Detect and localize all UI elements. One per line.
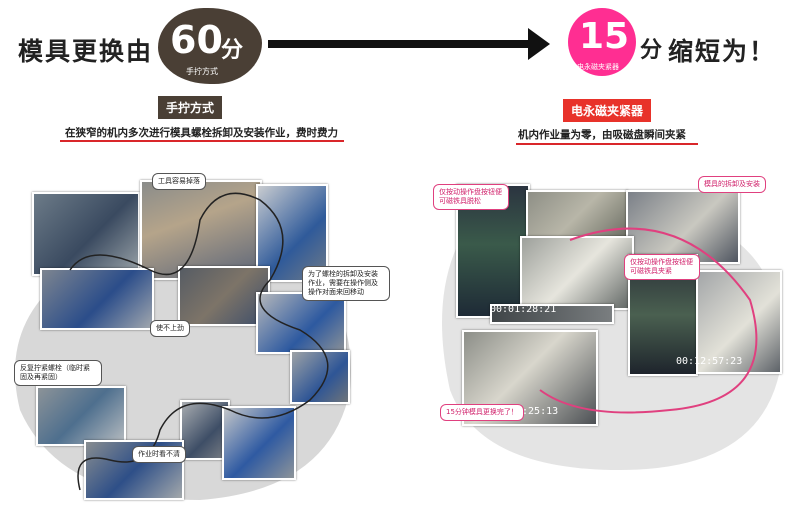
left-callout-2: 为了螺栓的拆卸及安装作业，需要在操作侧及操作对面来回移动 bbox=[302, 266, 390, 302]
old-time-value: 60 bbox=[170, 18, 223, 62]
timestamp-1: 00:01:28:21 bbox=[490, 304, 557, 315]
right-photo-5 bbox=[490, 304, 614, 324]
new-time-value: 15 bbox=[579, 16, 630, 57]
headline-prefix: 模具更换由 bbox=[18, 37, 154, 66]
left-photo-7 bbox=[290, 350, 350, 404]
headline-suffix: 缩短为！ bbox=[668, 37, 777, 66]
arrow-right-icon bbox=[528, 28, 550, 60]
right-photo-3 bbox=[626, 190, 740, 264]
left-underline bbox=[60, 140, 344, 142]
arrow-shaft bbox=[268, 40, 530, 48]
old-time-unit: 分 bbox=[221, 38, 244, 63]
old-time-badge bbox=[158, 8, 262, 84]
new-time-unit: 分 bbox=[640, 38, 665, 63]
timestamp-3: 4:25:13 bbox=[516, 406, 559, 417]
right-photo-7 bbox=[696, 270, 782, 374]
left-description: 在狭窄的机内多次进行模具螺栓拆卸及安装作业，费时费力 bbox=[65, 127, 338, 139]
timestamp-2: 00:12:57:23 bbox=[676, 356, 743, 367]
right-loop-line bbox=[539, 227, 758, 414]
left-photo-5 bbox=[178, 266, 270, 326]
left-photo-4 bbox=[40, 268, 154, 330]
left-method-label: 手拧方式 bbox=[158, 96, 223, 119]
left-callout-3: 使不上劲 bbox=[150, 320, 190, 338]
left-photo-1 bbox=[32, 192, 140, 276]
right-callout-4: 15分钟模具更换完了！ bbox=[440, 404, 524, 422]
right-underline bbox=[516, 143, 698, 145]
left-photo-2 bbox=[140, 180, 262, 280]
left-callout-1: 工具容易掉落 bbox=[152, 173, 206, 191]
left-callout-4: 反复拧紧螺栓（临时紧固及再紧固） bbox=[14, 360, 102, 387]
left-callout-5: 作业时看不清 bbox=[132, 446, 186, 464]
left-photo-8 bbox=[36, 386, 126, 446]
right-callout-3: 仅按动操作盘按钮便可磁铁具夹紧 bbox=[624, 254, 700, 281]
left-path-line bbox=[69, 192, 329, 491]
right-description: 机内作业量为零，由吸磁盘瞬间夹紧 bbox=[518, 129, 686, 141]
right-callout-2: 模具的拆卸及安装 bbox=[698, 176, 766, 194]
left-photo-6 bbox=[256, 292, 346, 354]
right-callout-1: 仅按动操作盘按钮便可磁铁具脱松 bbox=[433, 184, 509, 211]
right-method-label: 电永磁夹紧器 bbox=[563, 99, 652, 122]
new-method-small: 电永磁夹紧器 bbox=[577, 63, 619, 71]
left-photo-3 bbox=[256, 184, 328, 282]
new-time-badge bbox=[568, 8, 636, 76]
old-method-small: 手拧方式 bbox=[186, 67, 218, 76]
